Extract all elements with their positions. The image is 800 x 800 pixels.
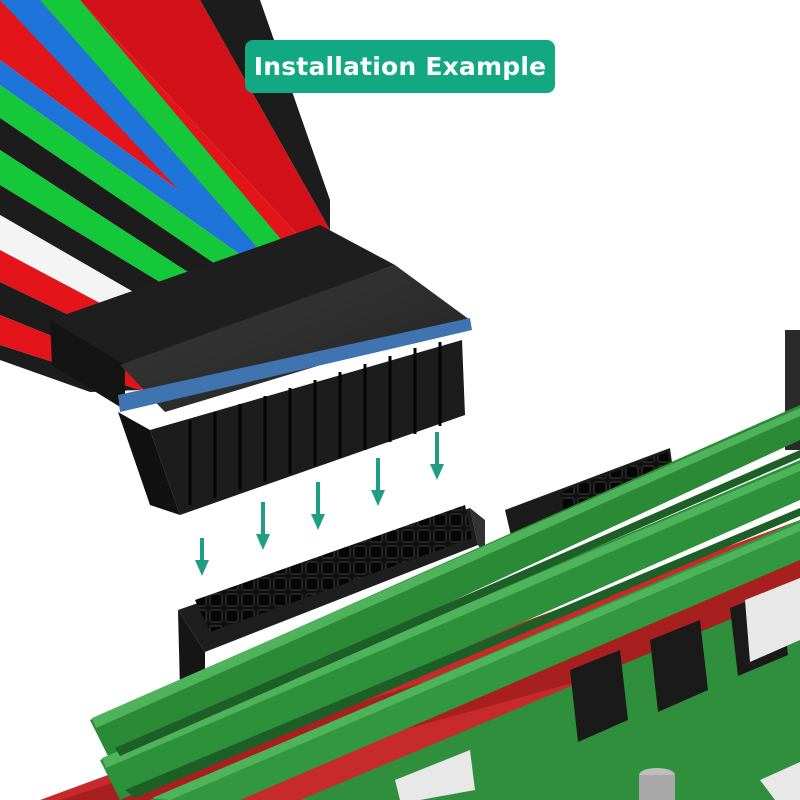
ram-modules: [90, 405, 800, 800]
sleeved-cable-bundle: [0, 0, 330, 392]
down-arrow-icon: [195, 432, 444, 576]
title-text: Installation Example: [253, 52, 547, 81]
standoff: [639, 768, 675, 800]
cable-connector: [50, 225, 472, 515]
title-badge: Installation Example: [245, 40, 555, 93]
